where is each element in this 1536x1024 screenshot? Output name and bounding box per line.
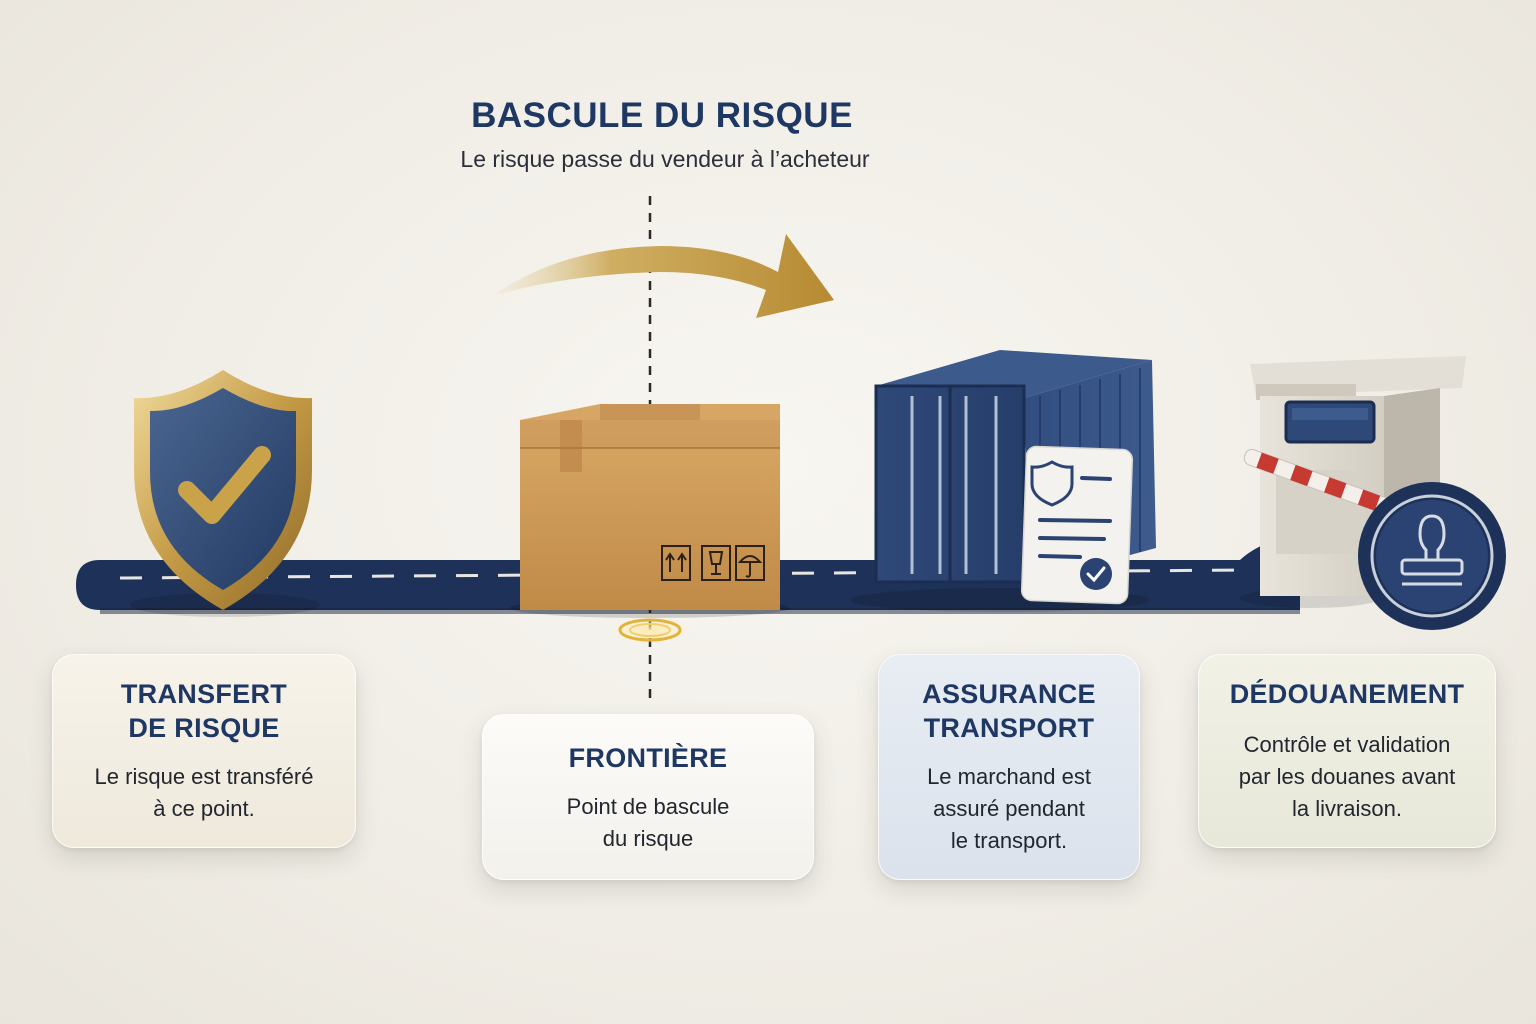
card-description: Le risque est transféré à ce point. [53, 761, 355, 825]
card-title-line: DÉDOUANEMENT [1229, 679, 1465, 709]
card-text-line: le transport. [950, 828, 1068, 853]
shield-check-icon [130, 370, 320, 617]
card-title-line: FRONTIÈRE [568, 743, 728, 773]
card-text-line: à ce point. [153, 796, 255, 821]
card-transport-insurance: ASSURANCE TRANSPORT Le marchand est assu… [878, 654, 1140, 880]
diagram-subtitle: Le risque passe du vendeur à l’acheteur [460, 146, 870, 172]
card-description: Point de bascule du risque [483, 791, 813, 855]
card-title-line: TRANSFERT [120, 679, 288, 709]
insurance-document-icon [1020, 445, 1134, 605]
card-title-line: DE RISQUE [128, 713, 280, 743]
card-text-line: du risque [602, 826, 694, 851]
card-title-line: ASSURANCE [922, 679, 1096, 709]
card-text-line: Contrôle et validation [1243, 732, 1451, 757]
card-title-line: TRANSPORT [923, 713, 1095, 743]
card-text-line: Le marchand est [927, 764, 1091, 789]
curved-arrow-icon [492, 234, 834, 318]
card-text-line: par les douanes avant [1238, 764, 1456, 789]
card-risk-transfer: TRANSFERT DE RISQUE Le risque est transf… [52, 654, 356, 848]
card-text-line: Le risque est transféré [94, 764, 314, 789]
cardboard-box-icon [510, 404, 790, 618]
card-customs-clearance: DÉDOUANEMENT Contrôle et validation par … [1198, 654, 1496, 848]
card-border: FRONTIÈRE Point de bascule du risque [482, 714, 814, 880]
shipping-container-icon [850, 350, 1156, 612]
card-text-line: Point de bascule [566, 794, 730, 819]
card-text-line: la livraison. [1291, 796, 1403, 821]
diagram-title: BASCULE DU RISQUE [471, 96, 853, 135]
card-description: Le marchand est assuré pendant le transp… [879, 761, 1139, 857]
card-text-line: assuré pendant [933, 796, 1085, 821]
card-description: Contrôle et validation par les douanes a… [1199, 729, 1495, 825]
stamp-icon [1358, 482, 1506, 630]
border-point-marker [610, 616, 690, 644]
